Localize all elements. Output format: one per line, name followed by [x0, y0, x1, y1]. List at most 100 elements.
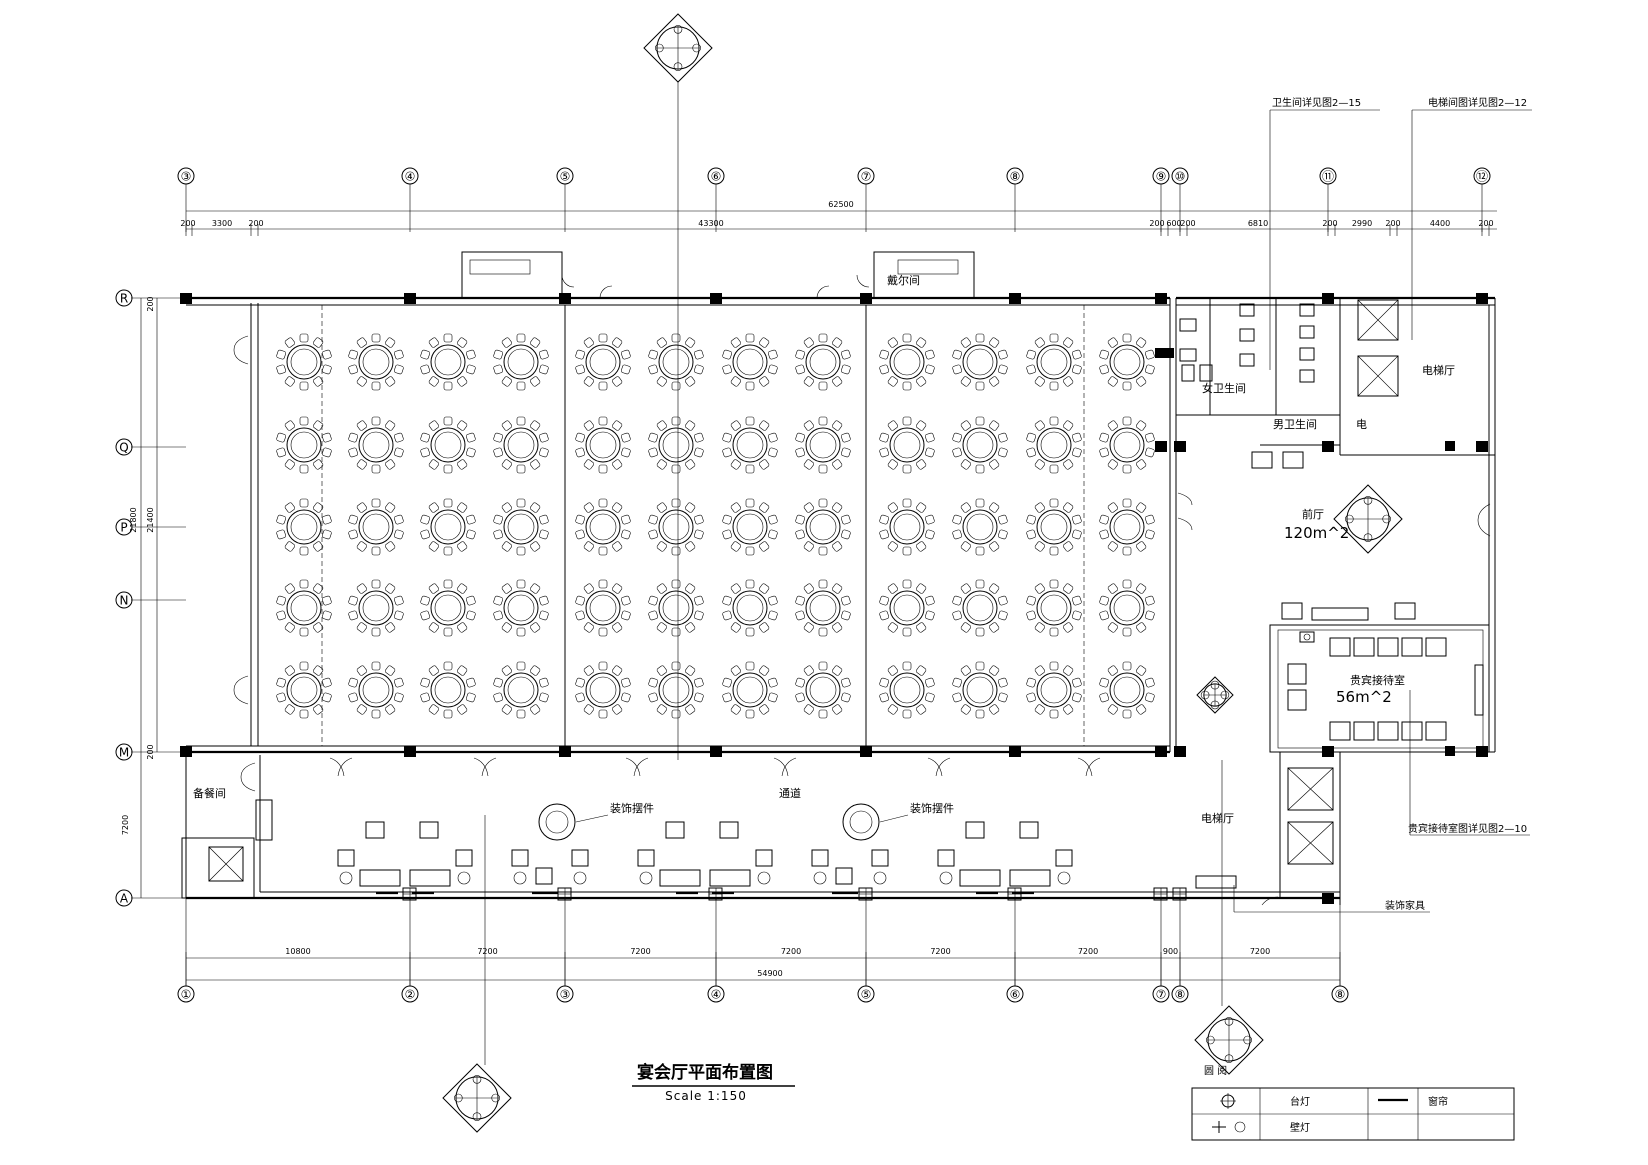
chair [656, 459, 667, 470]
chair [685, 420, 696, 431]
chair [539, 447, 549, 458]
chair [975, 579, 985, 589]
chair [1072, 447, 1082, 458]
left-axis-label: M [119, 746, 129, 760]
chair [694, 364, 704, 375]
chair [322, 447, 332, 458]
chair [925, 529, 935, 540]
round-table [348, 579, 404, 637]
round-table [420, 498, 476, 556]
top-axis-label: ⑩ [1175, 170, 1186, 184]
bottom-dim-segment: 7200 [630, 947, 650, 956]
chair [722, 692, 732, 703]
chair [313, 337, 324, 348]
chair [1136, 337, 1147, 348]
chair [887, 459, 898, 470]
chair [420, 595, 430, 606]
chair [902, 579, 912, 589]
chair [493, 447, 503, 458]
chair [612, 502, 623, 513]
chair [284, 541, 295, 552]
chair [1063, 583, 1074, 594]
top-dimension-lines: 62500 [186, 200, 1497, 230]
chair [1072, 529, 1082, 540]
chair [1099, 610, 1109, 621]
round-table [952, 579, 1008, 637]
chair [887, 622, 898, 633]
chair [466, 514, 476, 525]
chair [1049, 333, 1059, 343]
left-bottom-gap-dim: 200 [146, 744, 155, 759]
round-table [575, 333, 631, 391]
chair [795, 677, 805, 688]
chair [925, 595, 935, 606]
chair [284, 337, 295, 348]
top-axis-label: ⑤ [560, 170, 571, 184]
chair [621, 432, 631, 443]
chair [803, 376, 814, 387]
round-table [348, 661, 404, 719]
chair [803, 704, 814, 715]
chair [583, 704, 594, 715]
chair [960, 376, 971, 387]
chair [975, 661, 985, 671]
chair [385, 502, 396, 513]
wc-fixture [1299, 369, 1315, 383]
drawing-scale: Scale 1:150 [665, 1089, 747, 1103]
chair [443, 546, 453, 556]
chair [313, 665, 324, 676]
chair [960, 337, 971, 348]
chair [671, 709, 681, 719]
chair [671, 464, 681, 474]
lift-ref-note: 电梯间图详见图2—12 [1428, 96, 1527, 109]
chair [1072, 610, 1082, 621]
chair [916, 459, 927, 470]
chair [685, 337, 696, 348]
chair [371, 416, 381, 426]
chair [348, 529, 358, 540]
chair [1145, 364, 1155, 375]
chair [443, 498, 453, 508]
chair [420, 692, 430, 703]
chair [420, 610, 430, 621]
chair [768, 514, 778, 525]
column [180, 746, 192, 757]
door [1085, 757, 1101, 777]
chair [952, 447, 962, 458]
bottom-axis-label: ⑧ [1335, 988, 1346, 1002]
chair [443, 416, 453, 426]
chair [530, 622, 541, 633]
chair [443, 579, 453, 589]
chair [648, 432, 658, 443]
chair [879, 610, 889, 621]
chair [1136, 622, 1147, 633]
chair [975, 627, 985, 637]
chair [299, 498, 309, 508]
chair [1122, 627, 1132, 637]
chair [348, 692, 358, 703]
chair [1026, 529, 1036, 540]
chair [685, 583, 696, 594]
chair [916, 420, 927, 431]
chair [457, 622, 468, 633]
chair [428, 502, 439, 513]
column [1155, 441, 1167, 452]
chair [722, 364, 732, 375]
round-table [795, 498, 851, 556]
chair [841, 595, 851, 606]
chair [428, 420, 439, 431]
chair [925, 514, 935, 525]
round-table [1099, 333, 1155, 391]
chair [998, 692, 1008, 703]
chair [313, 459, 324, 470]
table-lamp-symbol-icon [1220, 1093, 1236, 1109]
chair [768, 432, 778, 443]
chair [745, 381, 755, 391]
chair [952, 610, 962, 621]
chair [1034, 583, 1045, 594]
chair [841, 692, 851, 703]
column [1445, 441, 1455, 451]
chair [925, 349, 935, 360]
chair [322, 349, 332, 360]
